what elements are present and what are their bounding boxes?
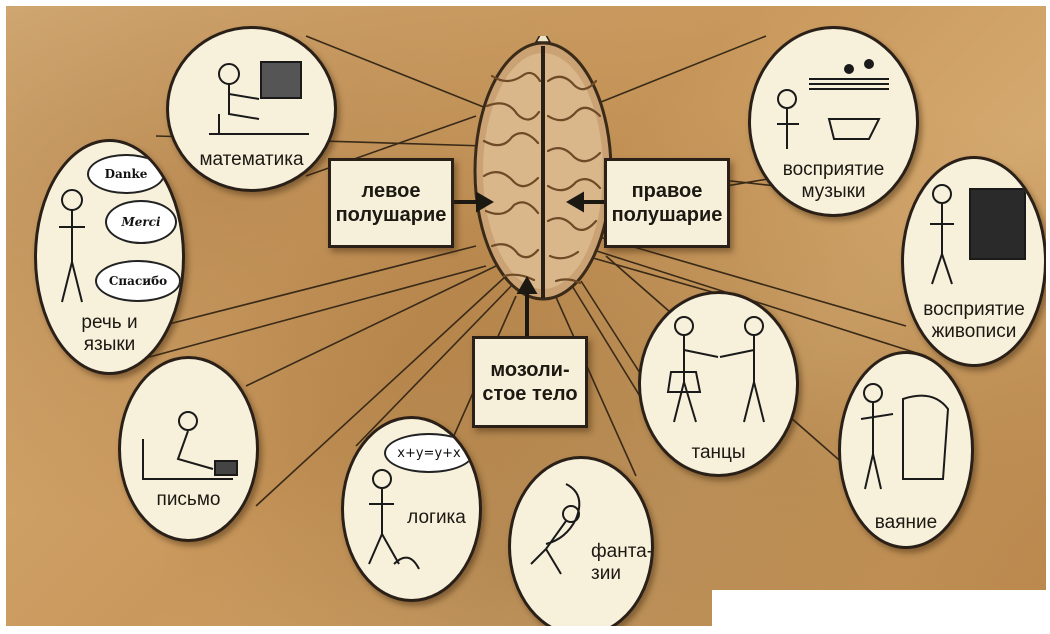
dancers-sketch xyxy=(656,312,781,432)
skill-dance-circle: танцы xyxy=(638,291,799,477)
bubble-merci: Merci xyxy=(105,200,177,244)
diagram-canvas: левое полушарие правое полушарие мозоли-… xyxy=(6,6,1046,626)
skill-sculpture-label: ваяние xyxy=(841,512,971,534)
skill-logic-label: логика xyxy=(394,507,479,529)
skill-writing-label: письмо xyxy=(121,489,256,511)
skill-music-circle: восприятие музыки xyxy=(748,26,919,217)
skill-math-circle: математика xyxy=(166,26,337,192)
skill-math-label: математика xyxy=(169,149,334,171)
painting-sketch xyxy=(922,179,1032,289)
bubble-spasibo: Спасибо xyxy=(95,260,181,302)
skill-fantasy-label: фанта- зии xyxy=(591,541,651,585)
skill-fantasy-circle: фанта- зии xyxy=(508,456,654,626)
skill-speech-label: речь и языки xyxy=(37,312,182,356)
speaker-sketch xyxy=(47,182,97,312)
blank-area xyxy=(712,590,1050,634)
sculptor-sketch xyxy=(853,379,958,499)
music-sketch xyxy=(769,39,899,159)
skill-painting-label: восприятие живописи xyxy=(904,299,1044,343)
skill-sculpture-circle: ваяние xyxy=(838,351,974,549)
writer-sketch xyxy=(133,409,243,489)
corpus-callosum-label: мозоли- стое тело xyxy=(472,336,588,428)
skill-painting-circle: восприятие живописи xyxy=(901,156,1046,367)
right-hemisphere-label: правое полушарие xyxy=(604,158,730,248)
skill-speech-circle: Danke Merci Спасибо речь и языки xyxy=(34,139,185,375)
left-hemisphere-label: левое полушарие xyxy=(328,158,454,248)
skill-writing-circle: письмо xyxy=(118,356,259,542)
skill-logic-circle: x+y=y+x логика xyxy=(341,416,482,602)
bubble-danke: Danke xyxy=(87,154,165,194)
skill-music-label: восприятие музыки xyxy=(751,159,916,203)
skill-dance-label: танцы xyxy=(641,442,796,464)
mathematician-sketch xyxy=(189,44,314,149)
